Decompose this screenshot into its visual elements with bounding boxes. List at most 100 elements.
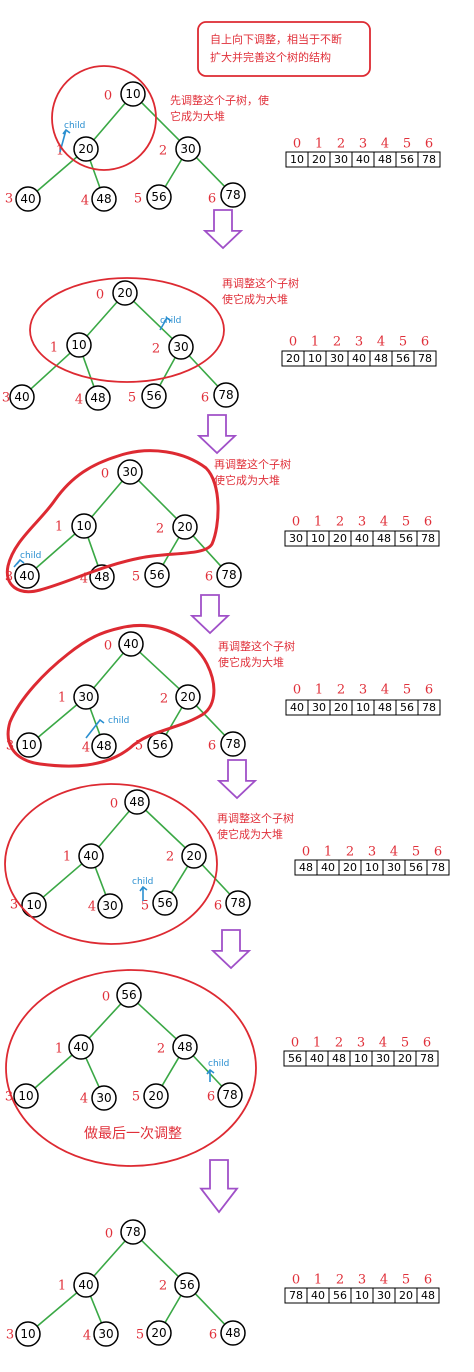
tree-edge	[89, 1295, 103, 1324]
tree-edge	[170, 865, 189, 894]
array-cell	[426, 859, 450, 876]
array-cell-value: 40	[356, 153, 370, 166]
tree-node	[112, 280, 138, 306]
tree-node-index: 3	[10, 898, 18, 913]
tree-node-index: 0	[102, 990, 110, 1005]
tree-node-value: 56	[151, 190, 166, 204]
tree-node-value: 10	[18, 1089, 33, 1103]
array-index: 2	[337, 683, 345, 698]
tree-node-index: 1	[58, 691, 66, 706]
array-index: 4	[377, 335, 385, 350]
child-label: child	[160, 316, 181, 326]
tree-node	[152, 890, 178, 916]
tree-node-index: 0	[105, 1227, 113, 1242]
step-note: 再调整这个子树	[218, 639, 295, 653]
tree-node-value: 40	[19, 569, 34, 583]
tree-node-index: 3	[5, 192, 13, 207]
tree-node-index: 0	[104, 639, 112, 654]
tree-edge	[188, 355, 219, 387]
tree-node-index: 6	[208, 192, 216, 207]
tree-node	[175, 684, 201, 710]
array-index: 4	[380, 1273, 388, 1288]
array-cell-value: 20	[334, 701, 348, 714]
step-note: 做最后一次调整	[84, 1126, 182, 1142]
tree-edge	[82, 356, 95, 387]
tree-node-value: 56	[152, 738, 167, 752]
tree-node-index: 2	[159, 1279, 167, 1294]
array-cell-value: 30	[387, 861, 401, 874]
tree-node	[118, 631, 144, 657]
array-cell-value: 48	[299, 861, 313, 874]
down-arrow-icon	[189, 594, 231, 635]
tree-node	[181, 843, 207, 869]
tree-edge	[133, 300, 173, 340]
tree-node-value: 10	[26, 898, 41, 912]
tree-node-value: 10	[21, 738, 36, 752]
tree-node-value: 10	[20, 1327, 35, 1341]
array-cell-value: 56	[396, 352, 410, 365]
array-index: 0	[293, 137, 301, 152]
tree-node-value: 56	[121, 988, 136, 1002]
array-cell-value: 10	[355, 1289, 369, 1302]
tree-node-value: 40	[78, 1278, 93, 1292]
tree-node-index: 6	[205, 570, 213, 585]
tree-node-index: 1	[55, 1042, 63, 1057]
tree-node-value: 30	[78, 690, 93, 704]
array-index: 5	[402, 515, 410, 530]
array-index: 6	[423, 1036, 431, 1051]
tree-node	[175, 136, 201, 162]
tree-node	[16, 732, 42, 758]
tree-edge	[85, 1057, 100, 1088]
array-index: 3	[357, 1036, 365, 1051]
array-cell-value: 78	[420, 1052, 434, 1065]
child-label: child	[132, 877, 153, 887]
array-cell-value: 48	[421, 1289, 435, 1302]
child-arrow-icon	[85, 718, 105, 739]
tree-node-index: 2	[160, 692, 168, 707]
array-index: 4	[379, 1036, 387, 1051]
tree-node-index: 4	[81, 194, 89, 209]
tree-node-value: 48	[225, 1326, 240, 1340]
tree-node	[73, 1272, 99, 1298]
tree-node	[116, 982, 142, 1008]
tree-edge	[137, 479, 178, 520]
tree-node-index: 1	[55, 520, 63, 535]
array-cell-value: 20	[286, 352, 300, 365]
tree-edge	[42, 863, 83, 898]
array-cell-value: 20	[312, 153, 326, 166]
array-cell-value: 78	[289, 1289, 303, 1302]
tree-edge	[87, 537, 99, 566]
tree-node-index: 5	[132, 570, 140, 585]
tree-node-value: 20	[151, 1326, 166, 1340]
subtree-highlight-6	[5, 969, 257, 1167]
array-index: 4	[380, 515, 388, 530]
tree-node-value: 56	[179, 1278, 194, 1292]
tree-node	[117, 459, 143, 485]
array-index: 2	[333, 335, 341, 350]
tree-edge	[195, 157, 226, 187]
tree-node-index: 0	[104, 89, 112, 104]
tree-node	[120, 81, 146, 107]
subtree-highlight-2	[29, 277, 225, 383]
tree-node	[73, 684, 99, 710]
tree-node-value: 78	[222, 1088, 237, 1102]
array-index: 1	[315, 683, 323, 698]
tree-edge	[93, 102, 126, 141]
array-index: 0	[293, 683, 301, 698]
tree-node	[68, 1034, 94, 1060]
tree-node	[9, 384, 35, 410]
array-index: 2	[346, 845, 354, 860]
child-arrow-icon	[206, 1068, 215, 1082]
array-index: 5	[403, 683, 411, 698]
down-arrow-icon	[196, 414, 238, 455]
tree-edge	[201, 864, 231, 895]
array-cell-value: 48	[374, 352, 388, 365]
tree-edge	[98, 810, 130, 848]
tree-edge	[137, 1002, 177, 1040]
tree-node-index: 5	[136, 1328, 144, 1343]
child-label: child	[108, 716, 129, 726]
tree-node-index: 6	[207, 1090, 215, 1105]
array-cell-value: 40	[310, 1052, 324, 1065]
tree-node-value: 40	[73, 1040, 88, 1054]
